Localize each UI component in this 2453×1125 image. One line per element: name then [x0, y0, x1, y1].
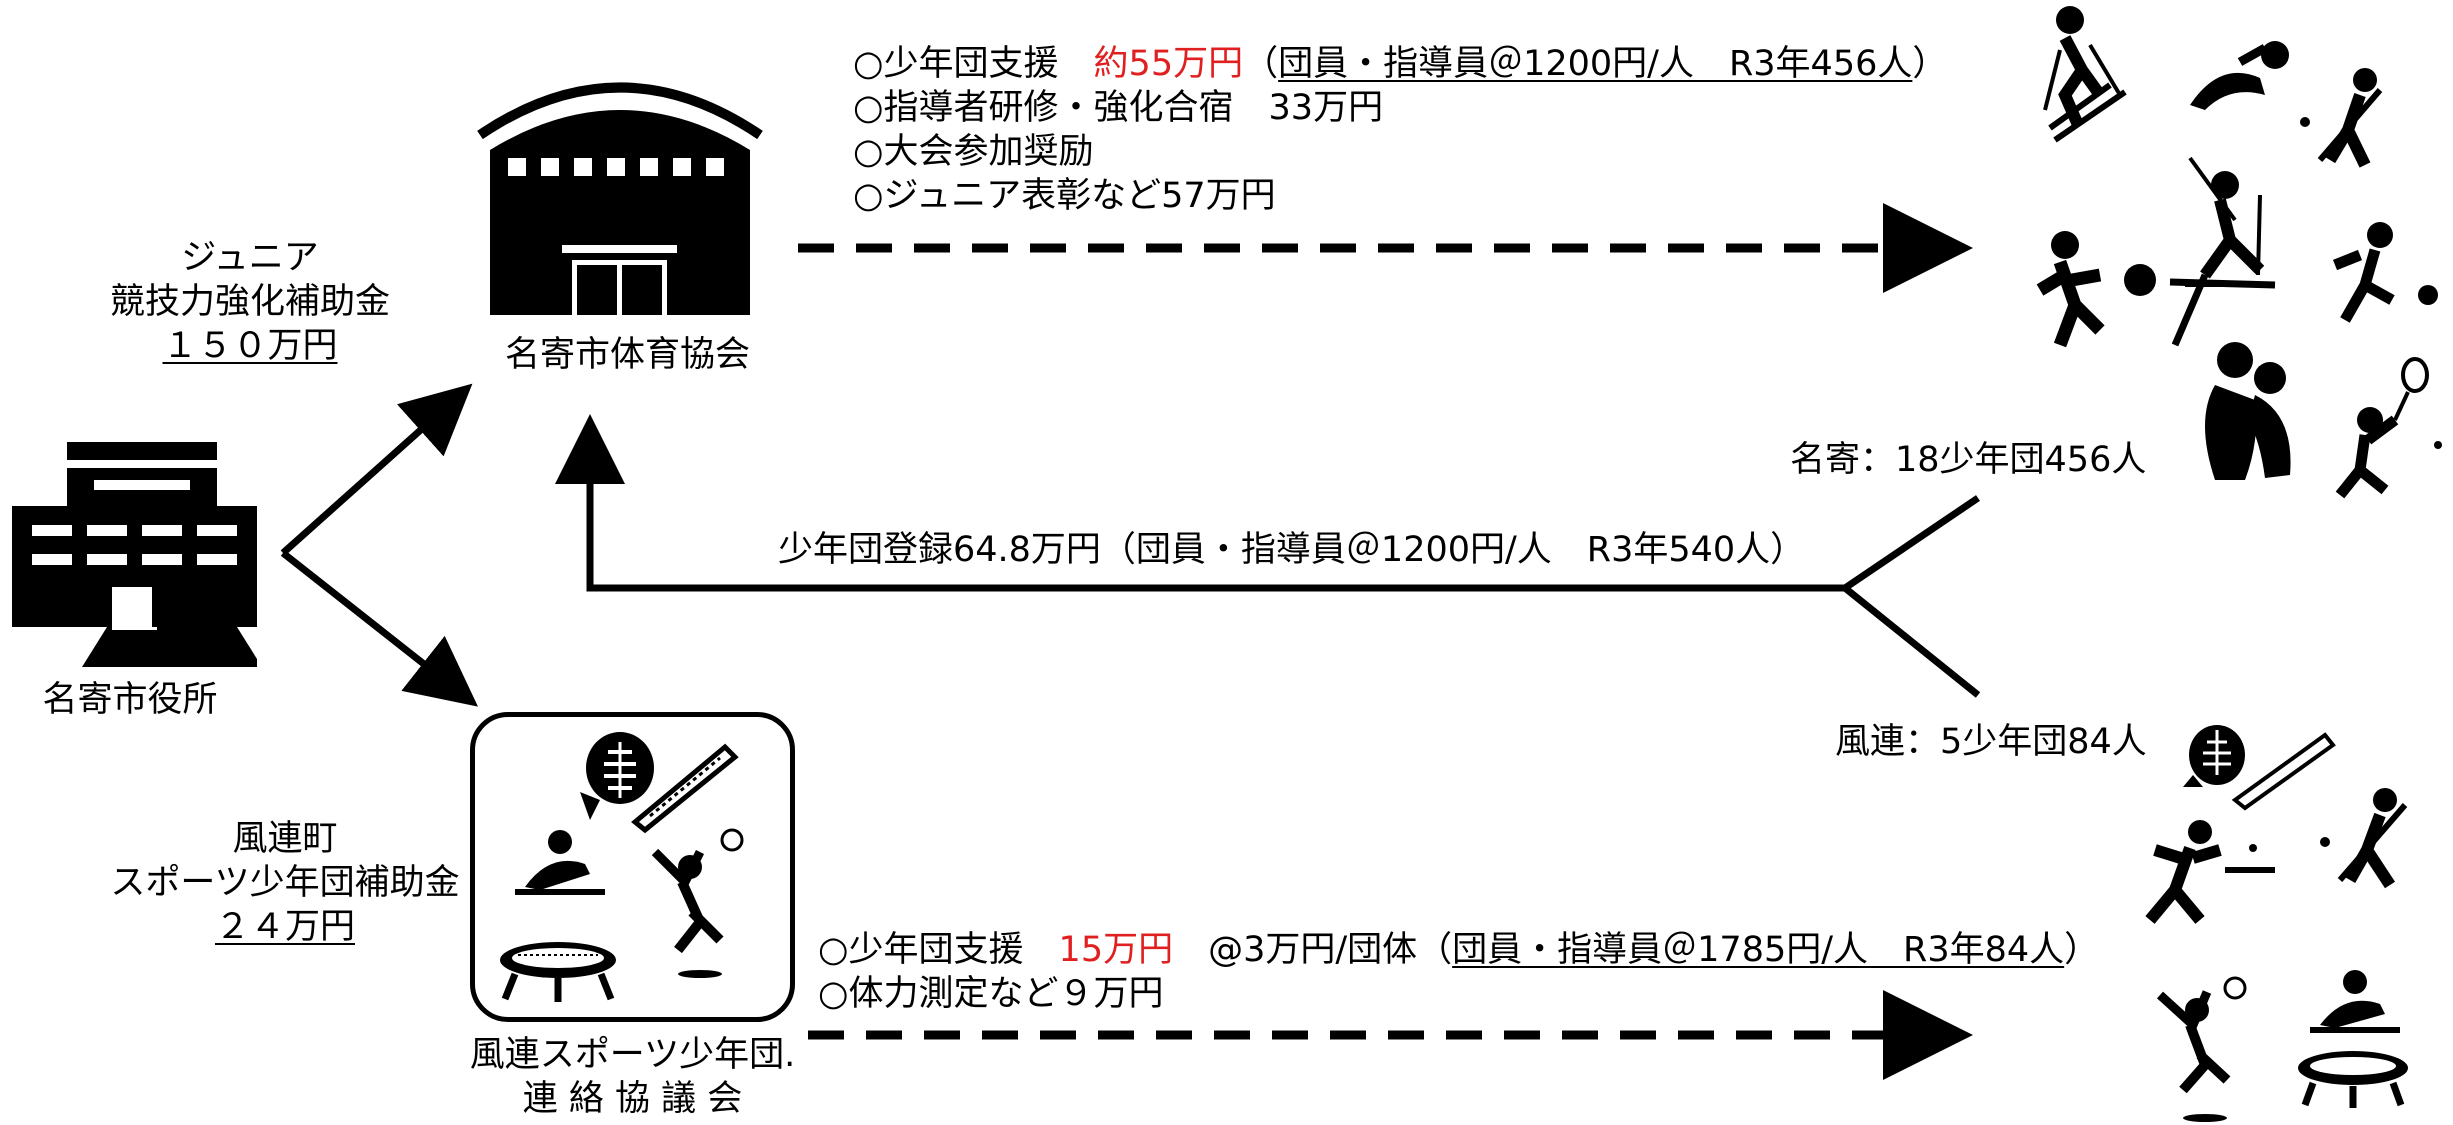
furen-council-label-line1: 風連スポーツ少年団.: [469, 1035, 796, 1075]
baseball-icon: [2320, 788, 2408, 889]
baseball-icon: [2300, 68, 2383, 168]
assoc-item-1-close: ）: [1912, 44, 1948, 84]
council-item-1-detail: 団員・指導員＠1785円/人 R3年84人: [1452, 930, 2065, 970]
wrestling-icon: [2205, 342, 2291, 480]
registration-text: 少年団登録64.8万円（団員・指導員＠1200円/人 R3年540人）: [778, 530, 1806, 570]
grant-furen-line2: スポーツ少年団補助金: [110, 863, 460, 903]
sports-assoc-label: 名寄市体育協会: [504, 335, 750, 375]
athlete-stretch-icon: [2310, 970, 2400, 1033]
council-item-1-prefix: ○少年団支援: [818, 930, 1059, 970]
assoc-item-1-detail: 団員・指導員＠1200円/人 R3年456人: [1278, 44, 1913, 84]
city-hall-label: 名寄市役所: [42, 680, 218, 720]
city-hall-icon: [12, 442, 257, 667]
volleyball-player-icon: [651, 828, 744, 978]
furen-groups-label: 風連：5少年団84人: [1835, 722, 2147, 762]
arrow-cityhall-to-assoc: [280, 383, 473, 556]
ski-jump-icon: [2169, 156, 2276, 347]
nayoro-sports-icons: [2036, 6, 2442, 499]
assoc-item-2: ○指導者研修・強化合宿 33万円: [853, 88, 1384, 128]
council-item-1-middle: @3万円/団体（: [1173, 930, 1453, 970]
athlete-stretch-icon: [515, 830, 605, 895]
grant-furen-line1: 風連町: [232, 819, 338, 859]
furen-council-box: [470, 712, 795, 1022]
volleyball-player-icon: [2156, 976, 2247, 1122]
council-icons: [500, 732, 744, 1002]
basketball-icon: [2036, 231, 2156, 348]
council-item-2: ○体力測定など９万円: [818, 974, 1164, 1014]
tennis-icon: [2335, 357, 2442, 499]
skiing-icon: [2043, 6, 2127, 143]
assoc-item-4: ○ジュニア表彰など57万円: [853, 176, 1276, 216]
grant-junior-line2: 競技力強化補助金: [109, 282, 390, 322]
assoc-item-3: ○大会参加奨励: [853, 132, 1094, 172]
council-support-list: ○少年団支援 15万円 @3万円/団体（団員・指導員＠1785円/人 R3年84…: [818, 928, 2099, 1016]
trampoline-icon: [2298, 1051, 2408, 1108]
grant-junior: ジュニア 競技力強化補助金 １５０万円: [85, 236, 415, 368]
furen-sports-icons: [2145, 725, 2408, 1122]
grant-furen-amount: ２４万円: [214, 907, 355, 947]
furen-council-label-line2: 連 絡 協 議 会: [522, 1079, 743, 1119]
swimming-icon: [2190, 41, 2289, 110]
kendo-icon: [2183, 725, 2336, 811]
table-tennis-icon: [2145, 820, 2275, 924]
registration-branch-furen: [1842, 585, 1981, 698]
kendo-icon: [580, 732, 739, 834]
gymnasium-icon: [477, 82, 763, 315]
grant-junior-amount: １５０万円: [162, 326, 338, 366]
assoc-support-list: ○少年団支援 約55万円（団員・指導員＠1200円/人 R3年456人） ○指導…: [853, 42, 1947, 218]
assoc-item-1-prefix: ○少年団支援: [853, 44, 1094, 84]
assoc-item-1: ○少年団支援 約55万円（団員・指導員＠1200円/人 R3年456人）: [853, 42, 1947, 86]
arrow-cityhall-to-council: [280, 550, 478, 707]
grant-furen: 風連町 スポーツ少年団補助金 ２４万円: [85, 817, 485, 949]
trampoline-icon: [500, 942, 616, 1002]
nayoro-groups-label: 名寄：18少年団456人: [1790, 440, 2147, 480]
soccer-icon: [2332, 222, 2438, 323]
council-item-1-amount: 15万円: [1058, 930, 1174, 970]
grant-junior-line1: ジュニア: [181, 238, 319, 278]
registration-flow-line: [555, 414, 1980, 592]
assoc-item-1-amount: 約55万円: [1093, 44, 1244, 84]
council-item-1-close: ）: [2064, 930, 2100, 970]
assoc-item-1-open: （: [1243, 44, 1279, 84]
council-item-1: ○少年団支援 15万円 @3万円/団体（団員・指導員＠1785円/人 R3年84…: [818, 928, 2099, 972]
